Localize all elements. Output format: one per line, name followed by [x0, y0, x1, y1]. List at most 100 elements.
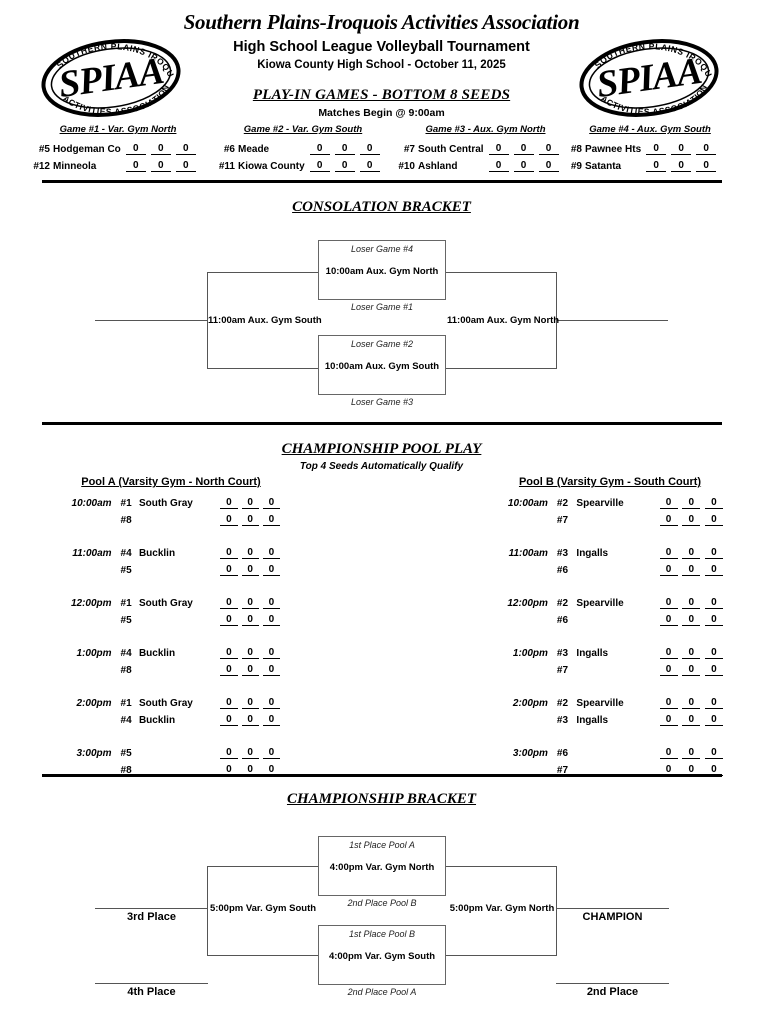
set-score[interactable]: 0: [704, 608, 723, 626]
set-score[interactable]: 0: [150, 138, 171, 155]
set-score[interactable]: 0: [488, 154, 509, 172]
set-score[interactable]: 0: [309, 154, 330, 172]
set-score[interactable]: 0: [659, 558, 678, 576]
set-score[interactable]: 0: [241, 642, 259, 659]
set-score[interactable]: 0: [513, 154, 534, 172]
set-score[interactable]: 0: [220, 508, 238, 526]
set-score[interactable]: 0: [659, 508, 678, 526]
set-score[interactable]: 0: [538, 154, 559, 172]
set-score[interactable]: 0: [125, 138, 146, 155]
set-score[interactable]: 0: [262, 692, 280, 709]
set-score[interactable]: 0: [704, 592, 723, 609]
set-score[interactable]: 0: [659, 608, 678, 626]
set-score[interactable]: 0: [262, 758, 280, 776]
set-score[interactable]: 0: [696, 138, 717, 155]
set-score[interactable]: 0: [262, 508, 280, 526]
set-score[interactable]: 0: [704, 742, 723, 759]
set-score[interactable]: 0: [241, 508, 259, 526]
set-score[interactable]: 0: [682, 658, 701, 676]
set-score[interactable]: 0: [220, 742, 238, 759]
set-score[interactable]: 0: [334, 154, 355, 172]
set-score[interactable]: 0: [659, 592, 678, 609]
set-score[interactable]: 0: [220, 642, 238, 659]
match-time: [62, 709, 121, 726]
set-score[interactable]: 0: [220, 592, 238, 609]
set-score[interactable]: 0: [704, 558, 723, 576]
set-score[interactable]: 0: [241, 692, 259, 709]
set-score[interactable]: 0: [671, 154, 692, 172]
set-score[interactable]: 0: [682, 492, 701, 509]
set-score[interactable]: 0: [682, 642, 701, 659]
set-score[interactable]: 0: [659, 692, 678, 709]
set-score[interactable]: 0: [241, 742, 259, 759]
set-score[interactable]: 0: [682, 542, 701, 559]
set-score[interactable]: 0: [682, 608, 701, 626]
set-score[interactable]: 0: [241, 758, 259, 776]
set-score[interactable]: 0: [659, 542, 678, 559]
set-score[interactable]: 0: [241, 608, 259, 626]
set-score[interactable]: 0: [220, 758, 238, 776]
set-score[interactable]: 0: [682, 758, 701, 776]
set-score[interactable]: 0: [682, 692, 701, 709]
row-spacer-cell: [62, 526, 280, 543]
set-score[interactable]: 0: [262, 592, 280, 609]
set-score[interactable]: 0: [659, 708, 678, 726]
set-score[interactable]: 0: [704, 492, 723, 509]
set-score[interactable]: 0: [704, 758, 723, 776]
set-score[interactable]: 0: [359, 138, 380, 155]
set-score[interactable]: 0: [682, 708, 701, 726]
set-score[interactable]: 0: [262, 658, 280, 676]
set-score[interactable]: 0: [646, 154, 667, 172]
set-score[interactable]: 0: [262, 492, 280, 509]
seed: #4: [120, 714, 132, 726]
set-score[interactable]: 0: [241, 558, 259, 576]
set-score[interactable]: 0: [262, 542, 280, 559]
set-score[interactable]: 0: [704, 658, 723, 676]
set-score[interactable]: 0: [241, 542, 259, 559]
set-score[interactable]: 0: [704, 708, 723, 726]
set-score[interactable]: 0: [262, 608, 280, 626]
set-score[interactable]: 0: [309, 138, 330, 155]
set-score[interactable]: 0: [262, 742, 280, 759]
set-score[interactable]: 0: [646, 138, 667, 155]
set-score[interactable]: 0: [682, 508, 701, 526]
set-score[interactable]: 0: [220, 608, 238, 626]
set-score[interactable]: 0: [659, 642, 678, 659]
set-score[interactable]: 0: [262, 708, 280, 726]
set-score[interactable]: 0: [538, 138, 559, 155]
set-score[interactable]: 0: [659, 658, 678, 676]
set-score[interactable]: 0: [359, 154, 380, 172]
set-score[interactable]: 0: [682, 558, 701, 576]
set-score[interactable]: 0: [513, 138, 534, 155]
set-score[interactable]: 0: [241, 592, 259, 609]
set-score[interactable]: 0: [659, 758, 678, 776]
set-score[interactable]: 0: [220, 492, 238, 509]
set-score[interactable]: 0: [704, 508, 723, 526]
set-score[interactable]: 0: [659, 492, 678, 509]
set-score[interactable]: 0: [262, 642, 280, 659]
set-score[interactable]: 0: [488, 138, 509, 155]
set-score[interactable]: 0: [659, 742, 678, 759]
set-score[interactable]: 0: [704, 692, 723, 709]
set-score[interactable]: 0: [220, 542, 238, 559]
set-score[interactable]: 0: [682, 742, 701, 759]
set-score[interactable]: 0: [220, 658, 238, 676]
set-score[interactable]: 0: [175, 138, 196, 155]
set-score[interactable]: 0: [220, 558, 238, 576]
set-score[interactable]: 0: [220, 692, 238, 709]
set-score[interactable]: 0: [334, 138, 355, 155]
set-score[interactable]: 0: [241, 708, 259, 726]
set-score[interactable]: 0: [671, 138, 692, 155]
set-score[interactable]: 0: [241, 492, 259, 509]
set-score[interactable]: 0: [150, 154, 171, 172]
set-score[interactable]: 0: [241, 658, 259, 676]
set-score[interactable]: 0: [682, 592, 701, 609]
set-score[interactable]: 0: [704, 542, 723, 559]
set-score[interactable]: 0: [125, 154, 146, 172]
set-score[interactable]: 0: [704, 642, 723, 659]
set-score[interactable]: 0: [220, 708, 238, 726]
set-score[interactable]: 0: [175, 154, 196, 172]
set-score[interactable]: 0: [262, 558, 280, 576]
set-score[interactable]: 0: [696, 154, 717, 172]
